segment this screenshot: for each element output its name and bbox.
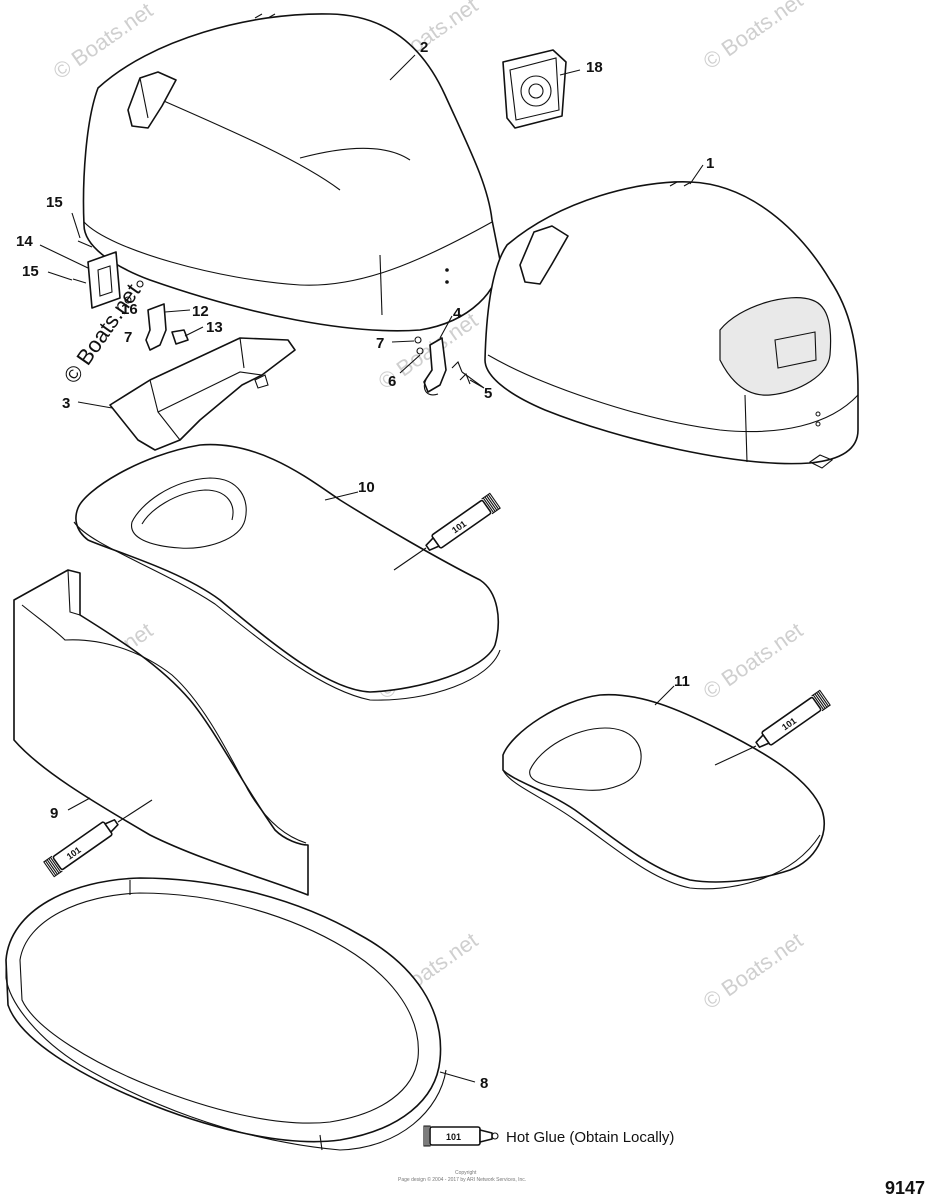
callout-part-3: 3 xyxy=(62,395,70,412)
cowl-part-1 xyxy=(484,181,859,469)
decal-part-18 xyxy=(502,49,567,129)
hardware-parts-4-7 xyxy=(414,336,471,396)
legend-tube-label: 101 xyxy=(446,1132,461,1142)
top-cowl-part-2 xyxy=(82,13,501,332)
leader-line xyxy=(117,799,153,823)
callout-part-16: 16 xyxy=(121,301,138,318)
seal-part-11 xyxy=(502,693,825,890)
callout-part-8: 8 xyxy=(480,1075,488,1092)
callout-part-10: 10 xyxy=(358,479,375,496)
callout-part-11: 11 xyxy=(674,673,690,690)
watermark: © Boats.net xyxy=(699,927,808,1014)
callout-part-15-top: 15 xyxy=(46,194,63,211)
callout-leaders xyxy=(39,54,704,1083)
callout-part-1: 1 xyxy=(706,155,714,172)
callout-part-13: 13 xyxy=(206,319,223,336)
watermark: © Boats.net xyxy=(699,0,808,74)
callout-part-7: 7 xyxy=(376,335,384,352)
callout-part-7-left: 7 xyxy=(124,329,132,346)
seal-ring-part-8 xyxy=(5,877,447,1151)
seal-part-10 xyxy=(73,443,501,701)
copyright-line-1: Copyright xyxy=(455,1170,477,1176)
leader-line xyxy=(393,547,427,571)
legend-glue-tube: 101 xyxy=(423,1125,499,1147)
callout-part-14: 14 xyxy=(16,233,33,250)
latch-assembly xyxy=(72,240,189,351)
callout-part-6: 6 xyxy=(388,373,396,390)
bracket-part-3 xyxy=(109,337,296,451)
callout-part-5: 5 xyxy=(484,385,492,402)
callout-part-2: 2 xyxy=(420,39,428,56)
glue-tube-seal-11: 101 xyxy=(755,689,831,748)
glue-tube-seal-9: 101 xyxy=(43,819,119,878)
callout-part-18: 18 xyxy=(586,59,603,76)
copyright-line-2: Page design © 2004 - 2017 by ARI Network… xyxy=(398,1176,526,1183)
leader-line xyxy=(714,745,757,766)
glue-tube-seal-10: 101 xyxy=(425,492,501,551)
callout-part-4: 4 xyxy=(453,305,462,322)
callout-labels: 1 2 3 4 5 6 7 7 8 9 10 11 12 13 14 15 15… xyxy=(16,39,714,1092)
callout-part-15-bottom: 15 xyxy=(22,263,39,280)
callout-part-9: 9 xyxy=(50,805,58,822)
callout-part-12: 12 xyxy=(192,303,209,320)
legend-text: Hot Glue (Obtain Locally) xyxy=(506,1129,674,1146)
figure-number: 9147 xyxy=(885,1178,925,1198)
side-seal-part-9 xyxy=(13,569,309,896)
legend: 101 Hot Glue (Obtain Locally) xyxy=(423,1125,674,1147)
watermark: © Boats.net xyxy=(699,617,808,704)
